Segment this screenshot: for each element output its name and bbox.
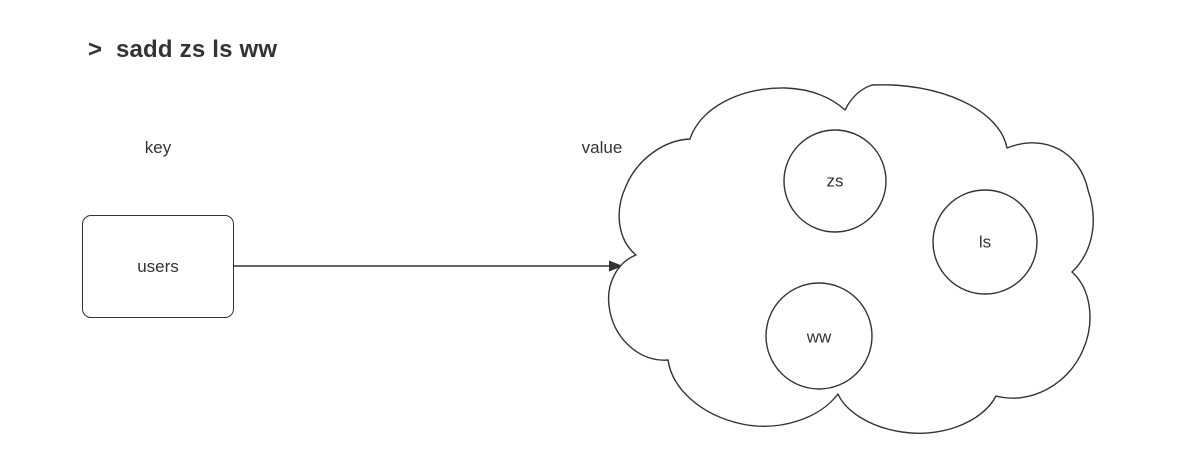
value-column-label: value (581, 138, 623, 157)
member-zs-circle[interactable] (783, 129, 887, 233)
key-node-box[interactable]: users (82, 215, 234, 318)
member-zs-label: zs (827, 172, 844, 191)
key-column-label: key (144, 138, 172, 157)
member-ww[interactable]: ww (765, 282, 873, 390)
key-to-value-arrow (234, 260, 623, 272)
member-ww-circle[interactable] (765, 282, 873, 390)
member-ls-circle[interactable] (932, 189, 1038, 295)
command-title: > sadd zs ls ww (88, 36, 278, 63)
key-node-label: users (137, 256, 179, 276)
arrow-head-icon (609, 260, 623, 272)
member-zs[interactable]: zs (783, 129, 887, 233)
member-ww-label: ww (806, 328, 832, 347)
value-cloud-shape[interactable] (608, 84, 1094, 434)
member-ls-label: ls (979, 233, 991, 252)
member-ls[interactable]: ls (932, 189, 1038, 295)
